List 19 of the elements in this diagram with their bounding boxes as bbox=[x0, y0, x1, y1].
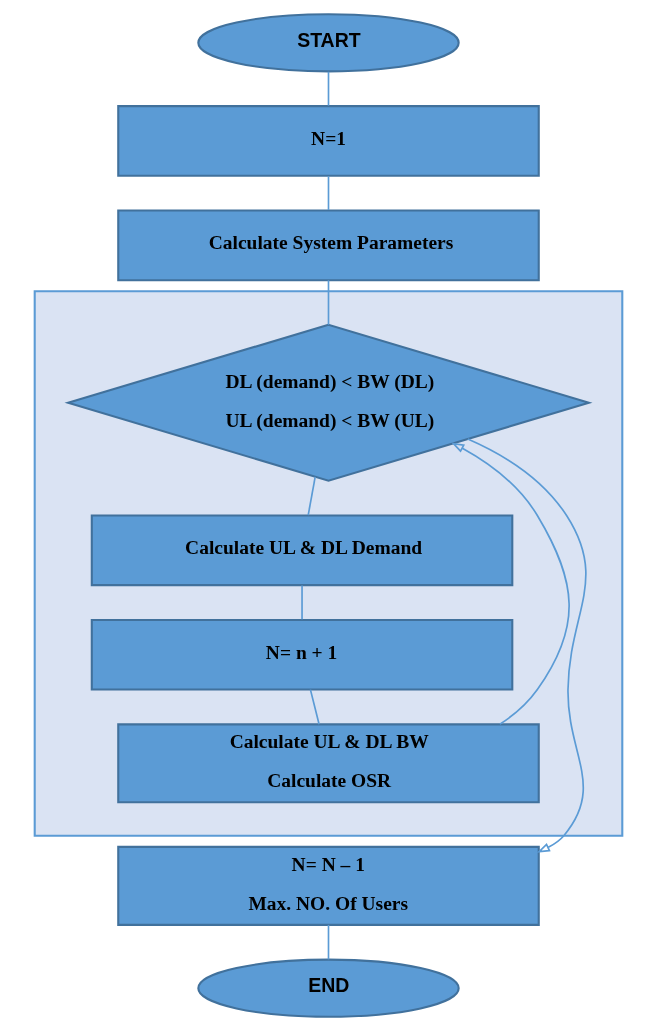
connector bbox=[300, 584, 303, 621]
connector bbox=[327, 70, 329, 107]
node-box: Calculate UL & DL BW Calculate OSR bbox=[116, 723, 540, 804]
connector bbox=[327, 175, 329, 211]
node-box: Calculate UL & DL Demand bbox=[90, 514, 513, 587]
arrow bbox=[450, 442, 570, 725]
cluster bbox=[33, 290, 623, 837]
node-box: Calculate System Parameters bbox=[116, 209, 540, 282]
node-ellipse: END bbox=[196, 958, 460, 1018]
node-diamond: DL (demand) < BW (DL) UL (demand) < BW (UL) bbox=[64, 323, 592, 482]
connector bbox=[309, 688, 320, 726]
arrow bbox=[466, 438, 587, 853]
connector bbox=[327, 279, 329, 326]
node-box: N=1 bbox=[116, 105, 540, 177]
node-ellipse: START bbox=[196, 13, 460, 73]
node-box: N= N – 1 Max. NO. Of Users bbox=[116, 845, 540, 926]
connector bbox=[306, 476, 316, 517]
connector bbox=[327, 924, 329, 961]
node-box: N= n + 1 bbox=[90, 618, 513, 691]
